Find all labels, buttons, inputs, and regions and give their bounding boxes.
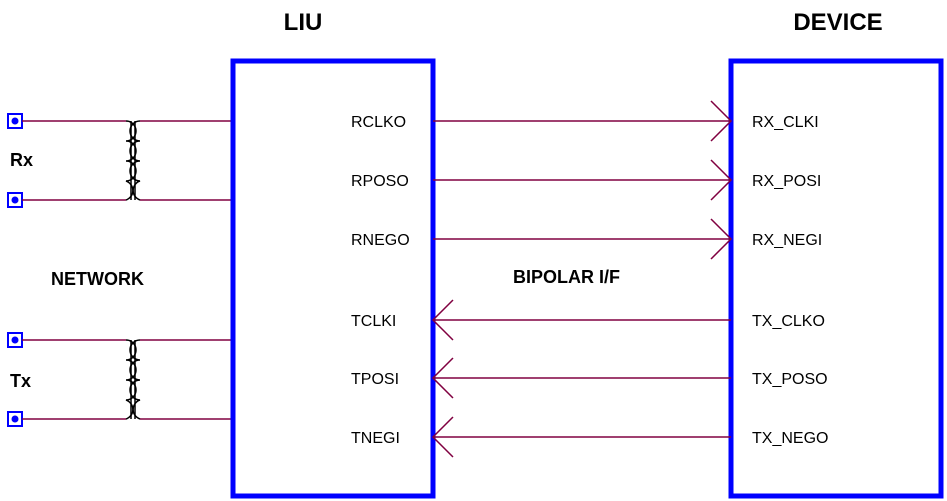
bipolar-if-label: BIPOLAR I/F	[513, 267, 620, 287]
rx-terminal-bottom-dot	[11, 196, 19, 204]
liu-pin-tnegi: TNEGI	[351, 430, 400, 447]
device-pin-tx-nego: TX_NEGO	[752, 430, 828, 447]
liu-pin-rposo: RPOSO	[351, 173, 409, 190]
network-label: NETWORK	[51, 269, 144, 289]
rpos-arrowhead	[710, 159, 733, 201]
rx-label: Rx	[10, 150, 33, 170]
tx-transformer	[7, 332, 233, 427]
liu-title: LIU	[284, 9, 323, 36]
tclk-arrowhead	[431, 299, 454, 341]
device-pin-rx-posi: RX_POSI	[752, 173, 821, 190]
transmit-signals	[431, 299, 731, 458]
device-pin-tx-clko: TX_CLKO	[752, 313, 825, 330]
rneg-arrowhead	[710, 218, 733, 260]
liu-box	[230, 58, 436, 499]
liu-pin-tclki: TCLKI	[351, 313, 396, 330]
liu-pin-tposi: TPOSI	[351, 371, 399, 388]
tx-terminal-bottom-dot	[11, 415, 19, 423]
device-box	[728, 58, 944, 499]
rx-terminal-top-dot	[11, 117, 19, 125]
device-pin-tx-poso: TX_POSO	[752, 371, 828, 388]
tx-terminal-top-dot	[11, 336, 19, 344]
device-pin-rx-clki: RX_CLKI	[752, 114, 819, 131]
receive-signals	[433, 100, 733, 260]
rclk-arrowhead	[710, 100, 733, 142]
device-title: DEVICE	[793, 9, 882, 36]
device-pin-rx-negi: RX_NEGI	[752, 232, 822, 249]
tx-label: Tx	[10, 371, 31, 391]
tpos-arrowhead	[431, 357, 454, 399]
rx-transformer	[7, 113, 233, 208]
tneg-arrowhead	[431, 416, 454, 458]
liu-pin-rnego: RNEGO	[351, 232, 410, 249]
liu-pin-rclko: RCLKO	[351, 114, 406, 131]
